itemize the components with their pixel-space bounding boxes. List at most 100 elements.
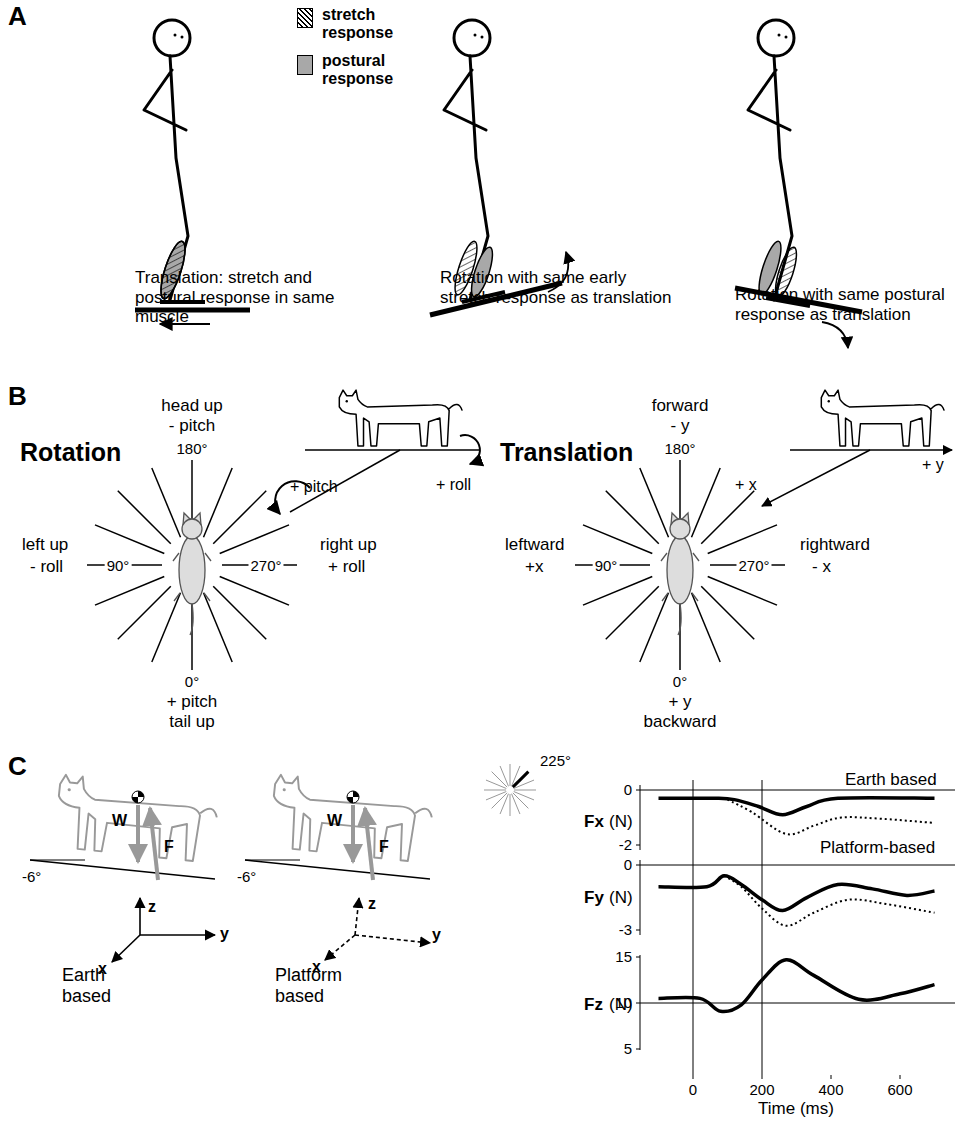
direction-ray: [514, 792, 534, 800]
figure-label: forward: [652, 396, 709, 416]
direction-ray: [583, 576, 652, 605]
direction-ray: [203, 468, 232, 537]
figure-label: Translation: [500, 438, 633, 467]
figure-label: Fy: [584, 888, 604, 908]
figure-label: z: [148, 898, 156, 916]
figure-label: Rotation with same postural response as …: [735, 285, 945, 324]
figure-label: C: [8, 752, 27, 782]
figure-label: 200: [749, 1081, 774, 1098]
force-trace: [659, 798, 935, 815]
figure-label: Rotation with same early stretch respons…: [440, 268, 675, 307]
figure-label: -6°: [22, 868, 41, 885]
figure-label: W: [112, 812, 127, 830]
direction-ray: [152, 593, 181, 662]
figure-label: Platform-based: [820, 838, 935, 858]
figure-label: 0°: [671, 673, 689, 690]
figure-label: z: [368, 895, 376, 913]
legend-text: postural response: [322, 52, 407, 89]
figure-label: tail up: [169, 712, 214, 732]
figure-label: left up: [22, 535, 68, 555]
figure-label: 180°: [662, 440, 697, 457]
direction-ray: [691, 593, 720, 662]
figure-label: -2: [619, 836, 632, 853]
figure-label: 180°: [174, 440, 209, 457]
figure-label: Rotation: [20, 438, 121, 467]
direction-ray: [118, 586, 171, 639]
figure-label: 0: [624, 856, 632, 873]
figure-label: 5: [624, 1040, 632, 1057]
figure-label: 600: [887, 1081, 912, 1098]
figure-label: A: [8, 2, 27, 32]
figure-label: -6°: [237, 868, 256, 885]
direction-ray: [203, 593, 232, 662]
direction-ray: [514, 790, 536, 791]
figure-label: 270°: [736, 557, 771, 574]
direction-ray: [220, 576, 289, 605]
figure-label: 0: [689, 1081, 697, 1098]
figure-label: + pitch: [167, 692, 218, 712]
direction-ray: [640, 593, 669, 662]
direction-ray: [95, 525, 164, 554]
figure-label: Earth based: [62, 965, 122, 1006]
direction-ray: [484, 790, 506, 791]
direction-ray: [513, 772, 529, 788]
direction-ray: [95, 576, 164, 605]
direction-ray: [512, 794, 520, 814]
direction-ray: [640, 468, 669, 537]
direction-ray: [708, 525, 777, 554]
cat-top-view: [661, 513, 699, 635]
direction-ray: [510, 764, 511, 786]
figure-label: 90°: [105, 557, 132, 574]
figure-label: 10: [615, 994, 632, 1011]
figure-label: head up: [161, 396, 222, 416]
direction-ray: [510, 794, 511, 816]
figure-label: W: [327, 812, 342, 830]
figure-label: F: [379, 838, 389, 856]
direction-ray: [691, 468, 720, 537]
figure-label: Earth based: [845, 770, 937, 790]
figure-label: - roll: [30, 557, 63, 577]
figure-label: Platform based: [275, 965, 360, 1006]
figure-label: + y: [922, 456, 944, 474]
figure-label: y: [432, 926, 441, 944]
figure-label: Fx: [584, 812, 604, 832]
figure-label: 400: [818, 1081, 843, 1098]
force-trace: [762, 960, 935, 1000]
figure-label: + y: [668, 692, 691, 712]
force-trace: [659, 960, 935, 1012]
force-trace: [659, 876, 935, 911]
figure-label: + pitch: [290, 478, 338, 496]
force-trace: [728, 800, 935, 835]
direction-ray: [701, 491, 754, 544]
direction-ray: [492, 793, 508, 809]
direction-ray: [708, 576, 777, 605]
figure-label: + roll: [436, 476, 471, 494]
direction-ray: [492, 772, 508, 788]
legend-hatch-swatch: [297, 8, 313, 28]
figure-label: Time (ms): [758, 1099, 834, 1119]
direction-ray: [213, 586, 266, 639]
direction-ray: [220, 525, 289, 554]
figure-label: F: [164, 838, 174, 856]
figure-label: 90°: [593, 557, 620, 574]
figure-label: +x: [525, 557, 543, 577]
figure-label: 0°: [183, 673, 201, 690]
direction-ray: [213, 491, 266, 544]
direction-ray: [486, 780, 506, 788]
figure-label: y: [220, 925, 229, 943]
cat-top-view: [173, 513, 211, 635]
direction-ray: [606, 586, 659, 639]
figure-label: - pitch: [169, 416, 215, 436]
figure-label: - x: [812, 557, 831, 577]
figure-label: 0: [624, 781, 632, 798]
direction-ray: [152, 468, 181, 537]
figure-label: B: [8, 382, 27, 412]
figure-label: + x: [735, 476, 757, 494]
figure-label: 15: [615, 948, 632, 965]
figure-label: Translation: stretch and postural respon…: [135, 268, 350, 327]
direction-ray: [118, 491, 171, 544]
legend-swatch: [297, 55, 313, 75]
figure-label: (N): [609, 888, 633, 908]
figure-label: + roll: [328, 557, 365, 577]
figure-label: 225°: [540, 752, 571, 769]
